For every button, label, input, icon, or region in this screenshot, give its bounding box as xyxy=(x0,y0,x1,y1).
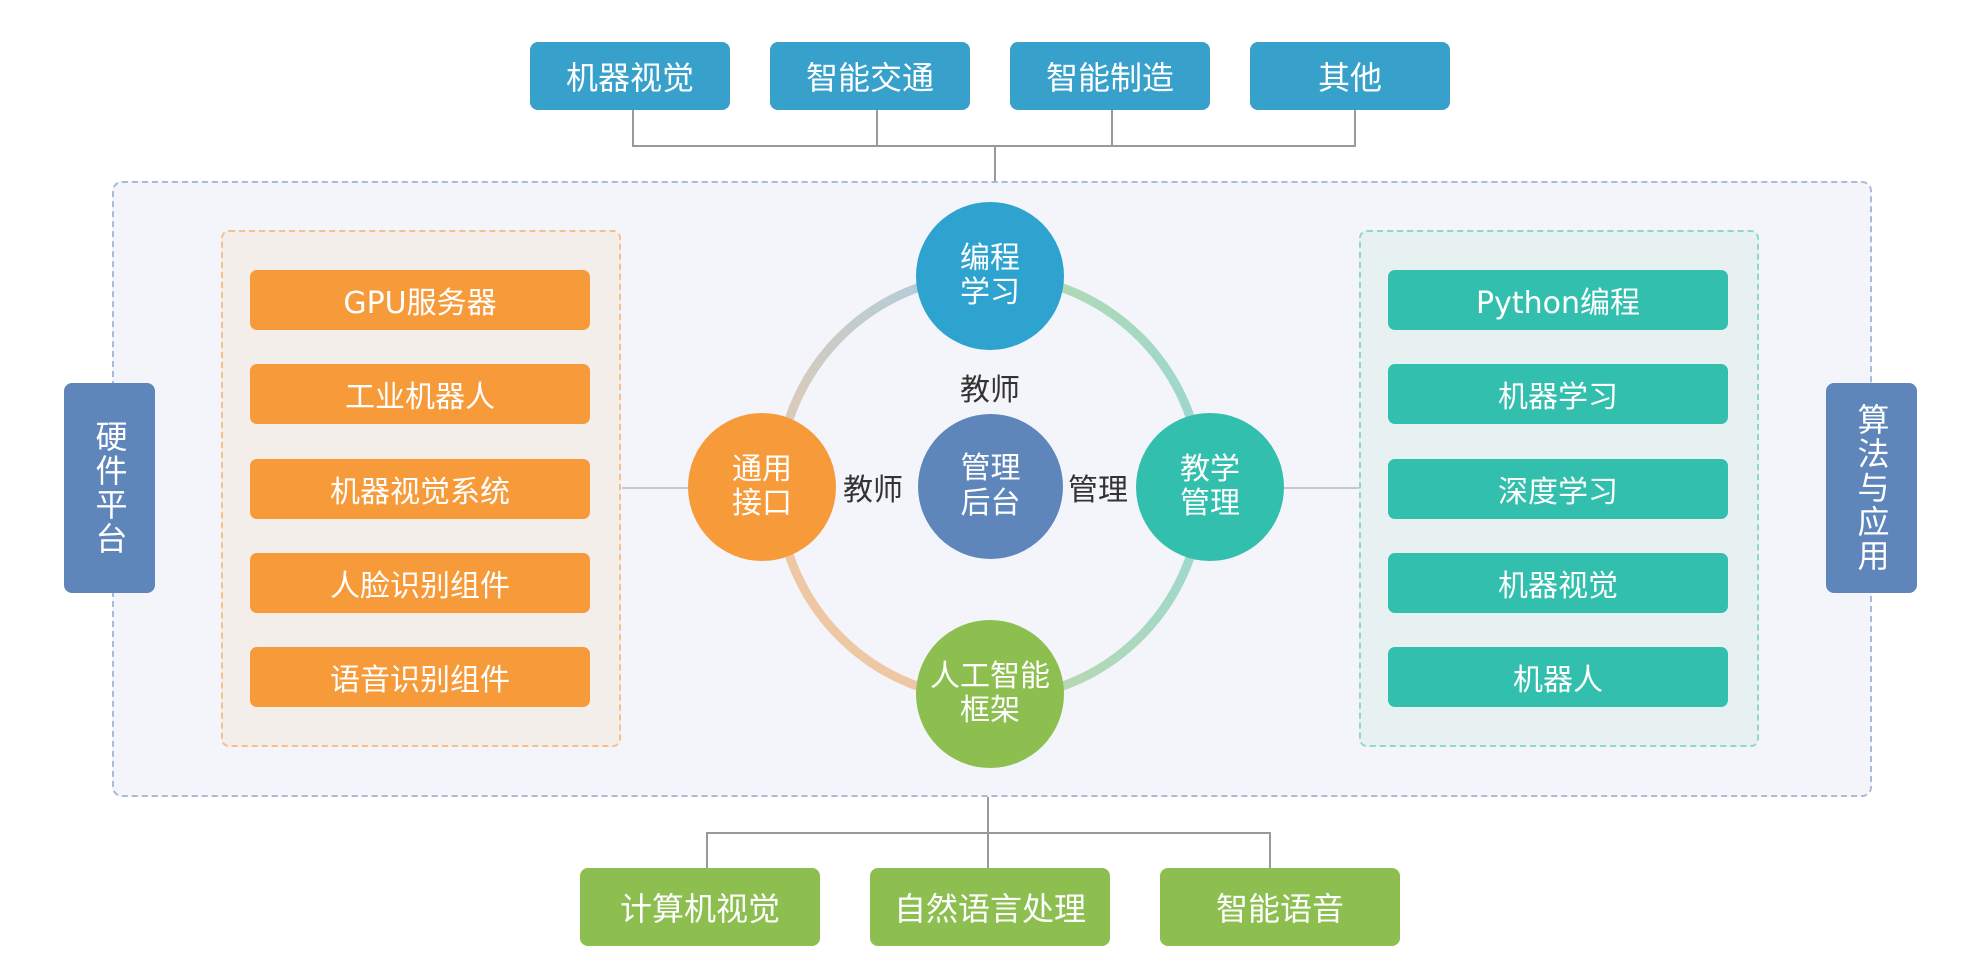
top-app-machine-vision: 机器视觉 xyxy=(530,42,730,110)
algorithm-application-label: 算法与应用 xyxy=(1826,383,1917,593)
circle-programming-line2: 学习 xyxy=(960,275,1020,310)
hardware-item-face-recognition: 人脸识别组件 xyxy=(250,553,590,613)
circle-teaching-line2: 管理 xyxy=(1180,486,1240,521)
circle-management-backend: 管理后台 xyxy=(918,414,1063,559)
algorithm-item-robot: 机器人 xyxy=(1388,647,1728,707)
circle-hub-line2: 后台 xyxy=(960,485,1021,521)
circle-ai-line2: 框架 xyxy=(960,693,1020,728)
circle-programming-line1: 编程 xyxy=(960,240,1020,276)
hardware-item-gpu-server: GPU服务器 xyxy=(250,270,590,330)
top-app-smart-manufacturing: 智能制造 xyxy=(1010,42,1210,110)
algorithm-item-machine-learning: 机器学习 xyxy=(1388,364,1728,424)
bottom-tech-smart-speech: 智能语音 xyxy=(1160,868,1400,946)
hardware-item-speech-recognition: 语音识别组件 xyxy=(250,647,590,707)
bottom-tech-computer-vision: 计算机视觉 xyxy=(580,868,820,946)
algorithm-item-machine-vision: 机器视觉 xyxy=(1388,553,1728,613)
algorithm-item-python: Python编程 xyxy=(1388,270,1728,330)
circle-hub-line1: 管理 xyxy=(960,451,1021,486)
hardware-item-vision-system: 机器视觉系统 xyxy=(250,459,590,519)
edge-label-teacher-top: 教师 xyxy=(960,373,1020,408)
edge-label-teacher-left: 教师 xyxy=(843,473,903,508)
top-app-other: 其他 xyxy=(1250,42,1450,110)
circle-teaching-management: 教学管理 xyxy=(1136,413,1284,561)
edge-label-management-right: 管理 xyxy=(1068,473,1128,508)
hardware-item-industrial-robot: 工业机器人 xyxy=(250,364,590,424)
circle-interface-line2: 接口 xyxy=(732,486,792,521)
circle-teaching-line1: 教学 xyxy=(1180,451,1240,487)
top-app-smart-traffic: 智能交通 xyxy=(770,42,970,110)
circle-programming-learning: 编程学习 xyxy=(916,202,1064,350)
circle-general-interface: 通用接口 xyxy=(688,413,836,561)
circle-ai-line1: 人工智能 xyxy=(930,658,1050,694)
circle-ai-framework: 人工智能框架 xyxy=(916,620,1064,768)
circle-interface-line1: 通用 xyxy=(732,451,792,487)
bottom-tech-nlp: 自然语言处理 xyxy=(870,868,1110,946)
algorithm-item-deep-learning: 深度学习 xyxy=(1388,459,1728,519)
hardware-platform-label: 硬件平台 xyxy=(64,383,155,593)
